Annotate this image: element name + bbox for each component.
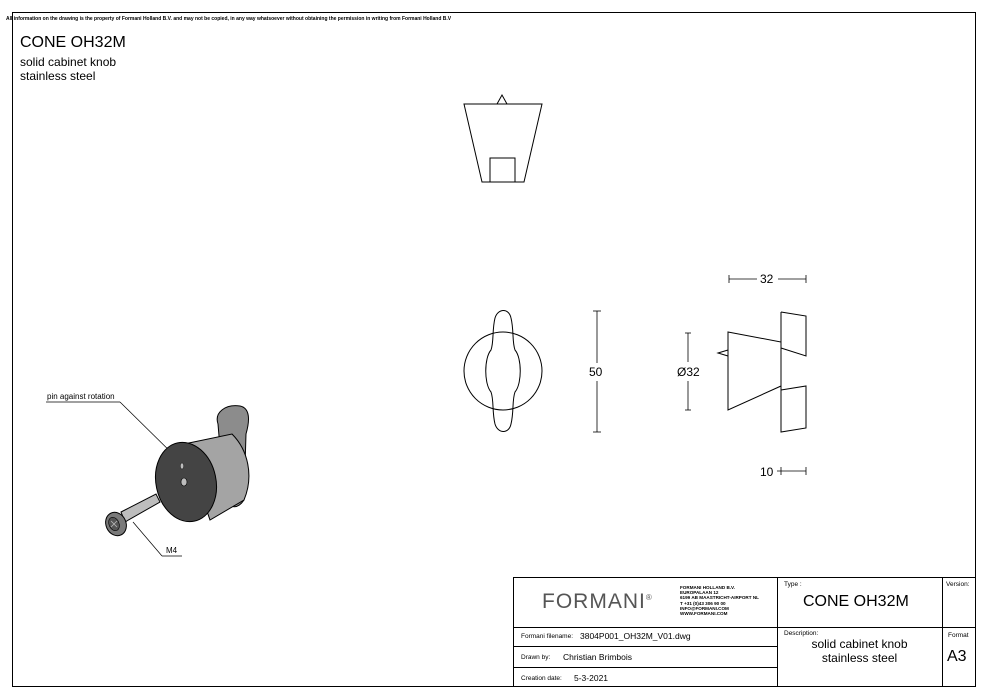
dimension-diameter-label: Ø32 [677, 365, 700, 379]
title-block: FORMANI® FORMANI HOLLAND B.V. EUROPALAAN… [513, 577, 976, 687]
version-label: Version: [946, 581, 970, 588]
callout-screw-label: M4 [166, 546, 178, 555]
front-view [463, 310, 543, 432]
dimension-width [728, 275, 807, 283]
callout-pin-label: pin against rotation [47, 392, 115, 401]
drawing-subtitle-line1: solid cabinet knob [20, 55, 117, 69]
formani-logo: FORMANI® [542, 590, 653, 613]
description-label: Description: [784, 630, 819, 637]
dimension-height-label: 50 [589, 365, 603, 379]
company-address: FORMANI HOLLAND B.V. EUROPALAAN 12 6199 … [680, 585, 759, 617]
copyright-notice: All information on the drawing is the pr… [6, 16, 452, 22]
drawn-by-value: Christian Brimbois [563, 652, 632, 662]
dimension-height [593, 310, 601, 433]
format-label: Format [948, 632, 969, 639]
drawing-frame [12, 12, 976, 687]
dimension-width-label: 32 [760, 272, 774, 286]
dimension-depth [777, 467, 807, 475]
type-value: CONE OH32M [803, 593, 909, 610]
creation-date-value: 5-3-2021 [574, 673, 609, 683]
drawn-by-label: Drawn by: [521, 654, 551, 661]
side-view [716, 311, 807, 433]
drawing-title: CONE OH32M [20, 34, 126, 51]
filename-label: Formani filename: [521, 633, 574, 640]
knob-3d-illustration [105, 405, 250, 537]
type-label: Type : [784, 581, 802, 588]
format-value: A3 [947, 648, 967, 665]
description-value: solid cabinet knob stainless steel [811, 637, 908, 665]
dimension-depth-label: 10 [760, 465, 774, 479]
dimension-diameter [685, 332, 691, 411]
top-view [463, 93, 543, 183]
drawing-subtitle-line2: stainless steel [20, 69, 96, 83]
filename-value: 3804P001_OH32M_V01.dwg [580, 631, 691, 641]
creation-date-label: Creation date: [521, 675, 562, 682]
